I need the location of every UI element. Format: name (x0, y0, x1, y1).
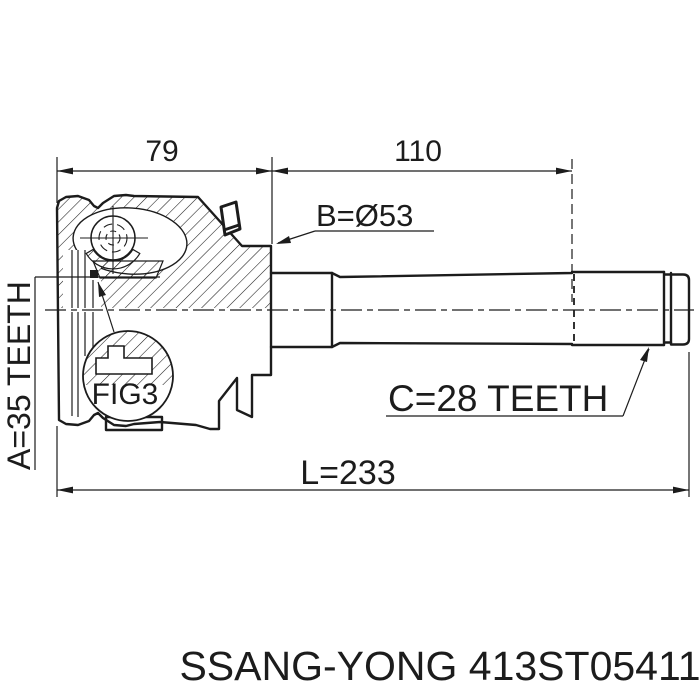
dim-c-arrow (640, 347, 649, 362)
dim-110-label: 110 (394, 135, 442, 168)
bearing-ball (80, 206, 148, 274)
dim-b-arrow (276, 236, 291, 244)
fig3-label: FIG3 (92, 378, 159, 411)
bore-groove-lines (71, 250, 94, 417)
dim-c-label: C=28 TEETH (388, 378, 608, 419)
dim-79-label: 79 (145, 135, 178, 168)
dimension-top: 79 110 (56, 135, 573, 302)
dimension-b: B=Ø53 (276, 198, 434, 244)
dimension-l: L=233 (56, 352, 690, 497)
dimension-a: A=35 TEETH (1, 276, 160, 470)
part-caption: SSANG-YONG 413ST05411 (179, 643, 700, 689)
dimension-c: C=28 TEETH (386, 347, 650, 419)
dim-l-label: L=233 (300, 454, 396, 492)
retaining-clip (219, 200, 242, 237)
dim-b-label: B=Ø53 (316, 198, 413, 233)
snap-ring (90, 270, 98, 278)
fig3-leader-arrow (98, 282, 106, 297)
clip-detail-line (223, 223, 240, 232)
dim-a-label: A=35 TEETH (1, 281, 37, 470)
shaft-outline (269, 270, 691, 349)
snap-ring-groove-detail (95, 345, 153, 375)
inner-race (92, 260, 164, 279)
housing-outline (55, 193, 273, 431)
